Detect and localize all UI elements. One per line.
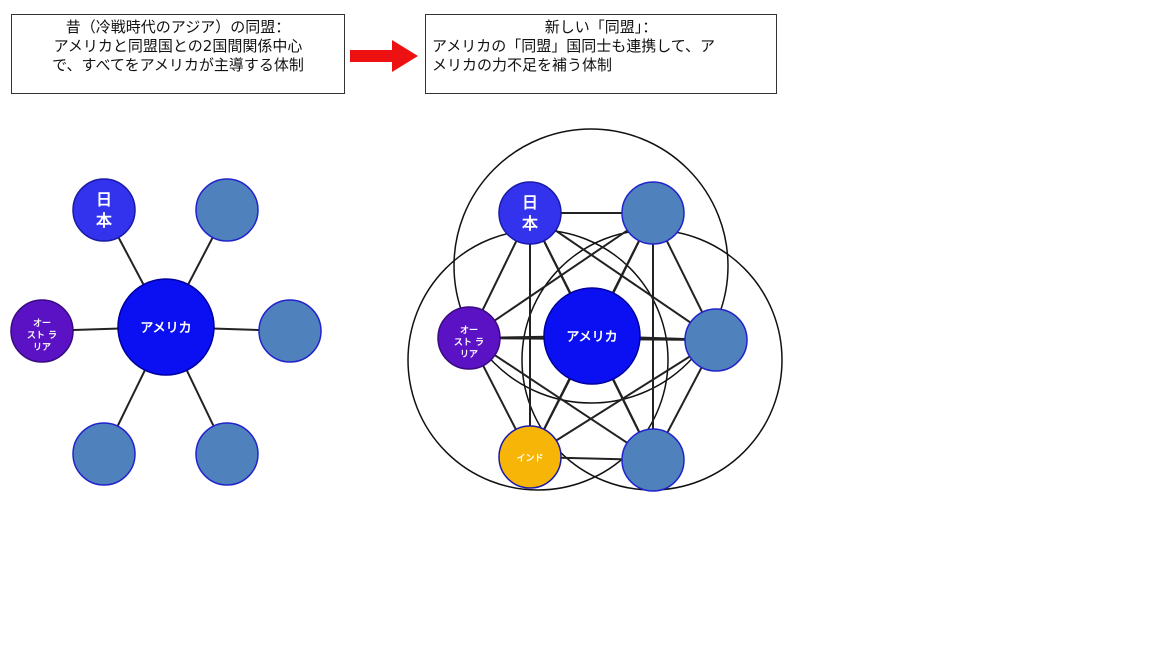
australia-label-2: スト ラ	[27, 330, 57, 341]
hub-and-spoke-diagram: アメリカ 日 本 オー スト ラ リア	[10, 178, 322, 486]
usa-node	[543, 287, 641, 385]
japan-label-top: 日	[522, 193, 538, 212]
japan-label-bottom: 本	[96, 211, 112, 230]
link	[529, 212, 717, 341]
usa-label: アメリカ	[140, 321, 191, 336]
ally-node	[258, 299, 322, 363]
network-diagram: アメリカ 日 本 オー スト ラ リア インド	[407, 128, 783, 492]
australia-node	[437, 306, 501, 370]
right-arrow-icon	[350, 40, 418, 72]
ally-node	[621, 181, 685, 245]
usa-label: アメリカ	[566, 330, 617, 345]
old-alliance-desc-line1: アメリカと同盟国との2国間関係中心	[53, 37, 303, 55]
ally-node	[195, 178, 259, 242]
australia-node	[10, 299, 74, 363]
japan-label-top: 日	[96, 190, 112, 209]
new-alliance-desc-line2: メリカの力不足を補う体制	[432, 56, 613, 74]
australia-label-1: オー	[460, 325, 478, 336]
ally-node	[72, 422, 136, 486]
enclosing-circle-top	[453, 128, 729, 404]
old-alliance-caption: 昔（冷戦時代のアジア）の同盟： アメリカと同盟国との2国間関係中心 で、すべてを…	[11, 14, 345, 94]
japan-label-bottom: 本	[522, 214, 538, 233]
link	[468, 337, 654, 461]
ally-node	[621, 428, 685, 492]
japan-node	[498, 181, 562, 245]
india-label: インド	[516, 453, 543, 464]
usa-node	[117, 278, 215, 376]
ally-node	[195, 422, 259, 486]
japan-node	[72, 178, 136, 242]
old-alliance-title: 昔（冷戦時代のアジア）の同盟：	[65, 18, 291, 36]
australia-label-2: スト ラ	[454, 337, 484, 348]
new-alliance-caption: 新しい「同盟」： アメリカの「同盟」国同士も連携して、ア メリカの力不足を補う体…	[425, 14, 777, 94]
new-alliance-title: 新しい「同盟」：	[544, 18, 658, 36]
australia-label-3: リア	[33, 342, 51, 353]
australia-label-1: オー	[33, 318, 51, 329]
australia-label-3: リア	[460, 349, 478, 360]
ally-node	[684, 308, 748, 372]
india-node	[498, 425, 562, 489]
new-alliance-desc-line1: アメリカの「同盟」国同士も連携して、ア	[432, 37, 716, 55]
old-alliance-desc-line2: で、すべてをアメリカが主導する体制	[52, 56, 304, 74]
